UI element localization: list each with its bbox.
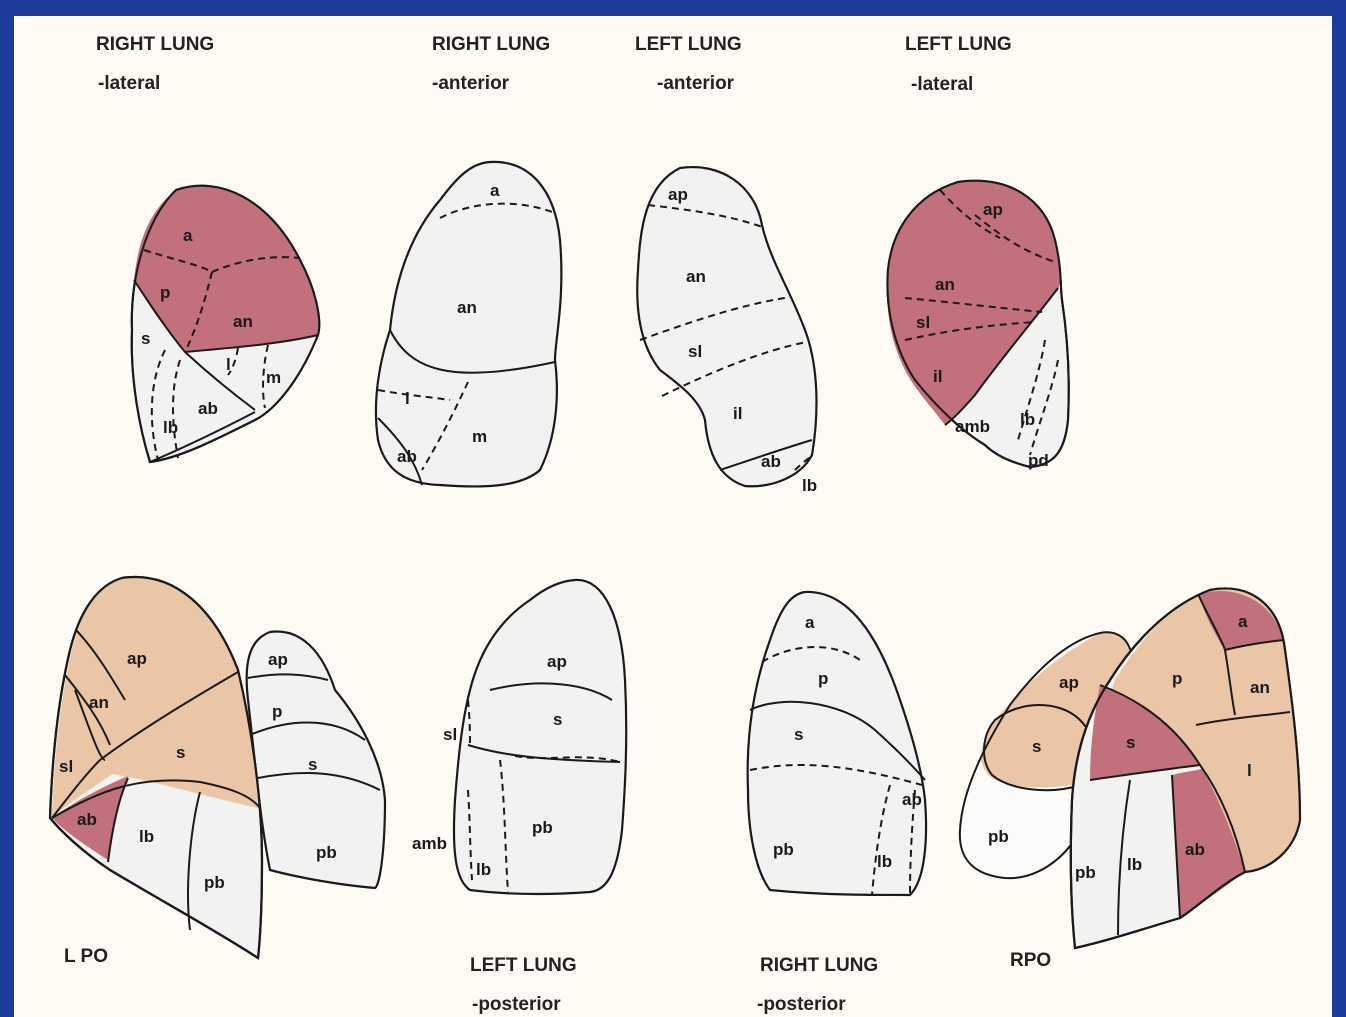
segment-label: ab (397, 447, 417, 466)
segment-label: s (176, 743, 185, 762)
rpo-view: ap s pb a p an s l ab lb pb (960, 588, 1300, 948)
segment-label: sl (59, 757, 73, 776)
segment-label: pb (773, 840, 794, 859)
segment-label: pb (204, 873, 225, 892)
svg-text:RIGHT LUNG: RIGHT LUNG (96, 34, 214, 55)
header-right-lung-lateral: RIGHT LUNG -lateral (96, 34, 214, 94)
segment-label: sl (688, 342, 702, 361)
segment-label: an (686, 267, 706, 286)
left-lung-lateral-view: ap an sl il amb lb pd (887, 181, 1069, 470)
right-lung-lateral-view: a p an s l m ab lb (132, 186, 319, 462)
svg-text:-anterior: -anterior (432, 73, 510, 94)
svg-text:LEFT LUNG: LEFT LUNG (470, 955, 577, 976)
segment-label: pb (532, 818, 553, 837)
segment-label: an (935, 275, 955, 294)
segment-label: lb (163, 418, 178, 437)
header-left-lung-lateral: LEFT LUNG -lateral (905, 34, 1012, 95)
segment-label: ab (198, 399, 218, 418)
segment-label: s (1032, 737, 1041, 756)
segment-label: lb (802, 476, 817, 495)
segment-label: s (553, 710, 562, 729)
segment-label: s (308, 755, 317, 774)
segment-label: amb (955, 417, 990, 436)
label-rpo: RPO (1010, 950, 1051, 971)
segment-label: p (818, 669, 828, 688)
segment-label: a (1238, 612, 1248, 631)
segment-label: an (457, 298, 477, 317)
segment-label: l (1247, 761, 1252, 780)
segment-label: ap (127, 649, 147, 668)
segment-label: ab (761, 452, 781, 471)
lung-segments-diagram: RIGHT LUNG -lateral RIGHT LUNG -anterior… (14, 16, 1332, 1017)
segment-label: a (490, 181, 500, 200)
segment-label: ab (902, 790, 922, 809)
header-right-lung-anterior: RIGHT LUNG -anterior (432, 34, 550, 94)
svg-text:-posterior: -posterior (757, 994, 846, 1015)
segment-label: l (405, 389, 410, 408)
segment-label: a (183, 226, 193, 245)
segment-label: m (266, 368, 281, 387)
segment-label: pb (316, 843, 337, 862)
header-left-lung-posterior: LEFT LUNG -posterior (470, 955, 577, 1015)
header-left-lung-anterior: LEFT LUNG -anterior (635, 34, 742, 94)
segment-label: s (1126, 733, 1135, 752)
segment-label: an (233, 312, 253, 331)
segment-label: lb (139, 827, 154, 846)
lpo-view: ap an sl s ab lb pb ap p s pb (50, 577, 385, 958)
svg-text:-lateral: -lateral (911, 74, 973, 95)
header-right-lung-posterior: RIGHT LUNG -posterior (757, 955, 878, 1015)
segment-label: pb (1075, 863, 1096, 882)
svg-text:LEFT LUNG: LEFT LUNG (905, 34, 1012, 55)
right-lung-anterior-view: a an l m ab (376, 162, 561, 487)
segment-label: l (226, 355, 231, 374)
segment-label: a (805, 613, 815, 632)
segment-label: lb (1020, 410, 1035, 429)
segment-label: amb (412, 834, 447, 853)
segment-label: ab (77, 810, 97, 829)
segment-label: an (89, 693, 109, 712)
svg-text:LEFT LUNG: LEFT LUNG (635, 34, 742, 55)
segment-label: pb (988, 827, 1009, 846)
segment-label: p (272, 702, 282, 721)
segment-label: m (472, 427, 487, 446)
right-lung-posterior-view: a p s ab pb lb (748, 592, 926, 895)
segment-label: s (141, 329, 150, 348)
segment-label: ap (268, 650, 288, 669)
segment-label: lb (476, 860, 491, 879)
svg-text:RIGHT LUNG: RIGHT LUNG (760, 955, 878, 976)
segment-label: ap (983, 200, 1003, 219)
segment-label: ap (547, 652, 567, 671)
svg-text:-anterior: -anterior (657, 73, 735, 94)
segment-label: sl (916, 313, 930, 332)
segment-label: p (1172, 669, 1182, 688)
segment-label: ab (1185, 840, 1205, 859)
svg-text:RIGHT LUNG: RIGHT LUNG (432, 34, 550, 55)
svg-text:-lateral: -lateral (98, 73, 160, 94)
label-lpo: L PO (64, 946, 108, 967)
segment-label: pd (1028, 451, 1049, 470)
segment-label: lb (1127, 855, 1142, 874)
svg-text:-posterior: -posterior (472, 994, 561, 1015)
segment-label: il (933, 367, 942, 386)
segment-label: ap (1059, 673, 1079, 692)
segment-label: ap (668, 185, 688, 204)
left-lung-posterior-view: ap s sl amb lb pb (412, 580, 626, 894)
left-lung-anterior-view: ap an sl il ab lb (637, 167, 817, 495)
diagram-sheet: RIGHT LUNG -lateral RIGHT LUNG -anterior… (14, 16, 1332, 1017)
segment-label: s (794, 725, 803, 744)
segment-label: sl (443, 725, 457, 744)
segment-label: an (1250, 678, 1270, 697)
segment-label: lb (877, 852, 892, 871)
segment-label: il (733, 404, 742, 423)
segment-label: p (160, 283, 170, 302)
